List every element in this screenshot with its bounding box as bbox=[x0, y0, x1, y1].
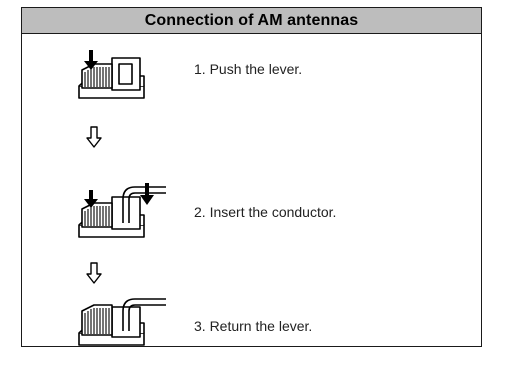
down-arrow-icon bbox=[86, 262, 102, 284]
step-3-text: 3. Return the lever. bbox=[194, 318, 313, 334]
step-1-text: 1. Push the lever. bbox=[194, 61, 303, 77]
terminal-lever-pushed-icon bbox=[72, 46, 152, 104]
instruction-panel: Connection of AM antennas bbox=[21, 7, 482, 347]
step-2-text: 2. Insert the conductor. bbox=[194, 204, 337, 220]
terminal-lever-returned-icon bbox=[72, 293, 167, 349]
down-arrow-icon bbox=[86, 126, 102, 148]
title-bar: Connection of AM antennas bbox=[22, 8, 481, 34]
panel-title: Connection of AM antennas bbox=[144, 11, 359, 29]
terminal-insert-conductor-icon bbox=[72, 165, 167, 245]
